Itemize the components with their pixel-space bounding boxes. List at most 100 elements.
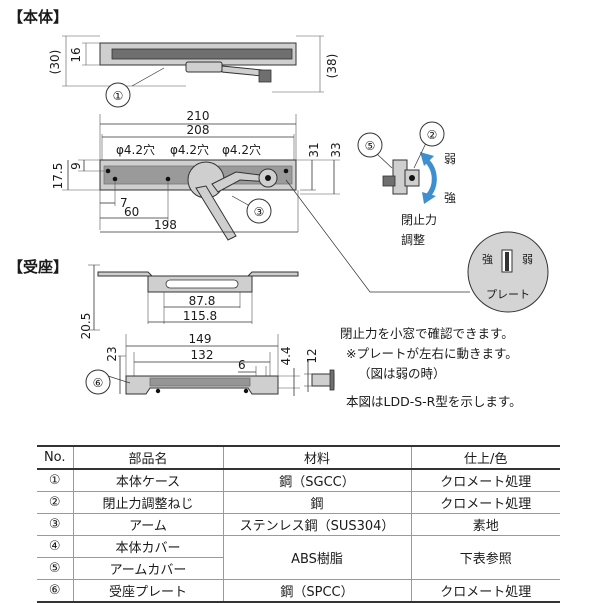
cell-finish: クロメート処理 xyxy=(410,579,560,603)
parts-table-header: No. 部品名 材料 仕上/色 xyxy=(37,445,560,470)
cell-no: ④ xyxy=(37,535,74,558)
receiver-top-slot xyxy=(165,279,239,289)
hole-label-3: φ4.2穴 xyxy=(222,142,261,157)
cell-material: 鋼 xyxy=(222,491,412,514)
receiver-side-view: 12 xyxy=(304,348,335,392)
arm-body xyxy=(195,185,237,241)
cell-no: ② xyxy=(37,491,74,514)
receiver-top-view: 87.8 115.8 20.5 xyxy=(79,264,299,340)
dim-60: 60 xyxy=(124,205,139,219)
dim-17-5: 17.5 xyxy=(51,163,65,190)
receiver-front-view: 149 132 6 23 4.4 ⑥ xyxy=(85,332,300,396)
adjuster-screw-head xyxy=(382,175,396,187)
callout-3 xyxy=(246,198,272,224)
dim-33: 33 xyxy=(329,142,343,157)
window-plate-indicator xyxy=(505,252,509,271)
dim-side-30: (30) xyxy=(48,50,62,75)
cell-finish: 素地 xyxy=(410,513,560,536)
note-weak: （図は弱の時） xyxy=(358,366,446,381)
callout-2-label: ② xyxy=(427,128,438,142)
rotation-arrow xyxy=(424,158,437,198)
body-side-inner xyxy=(111,48,293,60)
hole-label-2: φ4.2穴 xyxy=(170,142,209,157)
dim-31: 31 xyxy=(307,142,321,157)
hole-label-1: φ4.2穴 xyxy=(116,142,155,157)
cell-no: ⑥ xyxy=(37,579,74,603)
mount-hole-5 xyxy=(283,168,289,174)
cell-finish: クロメート処理 xyxy=(410,468,560,492)
dim-149: 149 xyxy=(189,332,212,346)
dim-23: 23 xyxy=(105,346,119,361)
adjuster-strong-label: 強 xyxy=(444,191,456,205)
body-section-title: 【本体】 xyxy=(8,8,68,26)
callout-6-label: ⑥ xyxy=(93,376,104,390)
table-row: ⑤ アームカバー xyxy=(37,557,560,580)
window-plate-label: プレート xyxy=(486,288,530,301)
header-material: 材料 xyxy=(222,445,412,470)
dim-side-38: (38) xyxy=(325,54,339,79)
arm-side-hub xyxy=(185,61,223,73)
callout-1 xyxy=(105,82,131,108)
cell-material: 鋼（SGCC） xyxy=(222,468,412,492)
cell-material: ステンレス鋼（SUS304） xyxy=(222,513,412,536)
parts-table: No. 部品名 材料 仕上/色 ① 本体ケース 鋼（SGCC） クロメート処理 … xyxy=(37,445,560,603)
cell-finish: クロメート処理 xyxy=(410,491,560,514)
cell-finish: 下表参照 xyxy=(410,535,560,580)
arm-side-roller xyxy=(258,69,272,83)
window-strong-label: 強 xyxy=(482,253,493,266)
table-row: ② 閉止力調整ねじ 鋼 クロメート処理 xyxy=(37,491,560,514)
table-row: ③ アーム ステンレス鋼（SUS304） 素地 xyxy=(37,513,560,536)
callout-1-label: ① xyxy=(113,89,124,103)
mount-hole-3 xyxy=(165,176,171,182)
dim-132: 132 xyxy=(191,348,214,362)
cell-part-name: 閉止力調整ねじ xyxy=(72,491,224,514)
cell-part-name: 本体ケース xyxy=(72,468,224,492)
dim-115-8: 115.8 xyxy=(183,309,217,323)
rotation-arrow-head-bottom xyxy=(422,192,436,204)
body-top-view: 210 208 φ4.2穴 φ4.2穴 φ4.2穴 9 17.5 xyxy=(51,109,470,293)
header-no: No. xyxy=(37,445,74,470)
dim-208: 208 xyxy=(187,123,210,137)
adjuster-weak-label: 弱 xyxy=(444,152,456,166)
callout-6 xyxy=(85,369,111,395)
cell-part-name: アーム xyxy=(72,513,224,536)
table-row: ① 本体ケース 鋼（SGCC） クロメート処理 xyxy=(37,468,560,492)
cell-no: ③ xyxy=(37,513,74,536)
technical-drawing: 【本体】 【受座】 (30) 16 (38) ① 210 208 xyxy=(8,8,549,409)
header-part-name: 部品名 xyxy=(72,445,224,470)
receiver-section-title: 【受座】 xyxy=(8,258,68,276)
note-window: 閉止力を小窓で確認できます。 xyxy=(340,326,514,341)
cell-no: ⑤ xyxy=(37,557,74,580)
window-leader-line xyxy=(285,179,470,293)
dim-198: 198 xyxy=(154,218,177,232)
cell-material: ABS樹脂 xyxy=(222,535,412,580)
cell-material: 鋼（SPCC） xyxy=(222,579,412,603)
dim-4-4: 4.4 xyxy=(279,346,293,365)
mount-hole-1 xyxy=(105,168,111,174)
dim-9: 9 xyxy=(69,162,83,170)
callout-5-label: ⑤ xyxy=(365,139,376,153)
header-finish: 仕上/色 xyxy=(410,445,560,470)
cell-no: ① xyxy=(37,468,74,492)
body-side-view: (30) 16 (38) ① xyxy=(48,35,339,108)
dim-12: 12 xyxy=(305,348,319,363)
cell-part-name: 本体カバー xyxy=(72,535,224,558)
window-weak-label: 弱 xyxy=(522,253,533,266)
mount-hole-2 xyxy=(112,176,118,182)
callout-3-label: ③ xyxy=(254,205,265,219)
note-model: 本図はLDD-S-R型を示します。 xyxy=(346,394,522,409)
table-row: ④ 本体カバー ABS樹脂 下表参照 xyxy=(37,535,560,580)
arm-side-link xyxy=(221,65,263,77)
receiver-top-flange xyxy=(97,271,299,277)
table-row: ⑥ 受座プレート 鋼（SPCC） クロメート処理 xyxy=(37,579,560,603)
dim-6: 6 xyxy=(238,358,246,372)
callout-5 xyxy=(357,132,383,158)
dim-210: 210 xyxy=(187,109,210,123)
closing-force-label: 閉止力 xyxy=(401,213,437,227)
note-plate: ※プレートが左右に動きます。 xyxy=(346,346,518,361)
adjuster-detail: 弱 強 閉止力 調整 ⑤ ② xyxy=(357,121,456,247)
cell-part-name: アームカバー xyxy=(72,557,223,580)
cell-part-name: 受座プレート xyxy=(72,579,224,603)
adjustment-label: 調整 xyxy=(401,232,425,247)
dim-20-5: 20.5 xyxy=(79,313,93,340)
